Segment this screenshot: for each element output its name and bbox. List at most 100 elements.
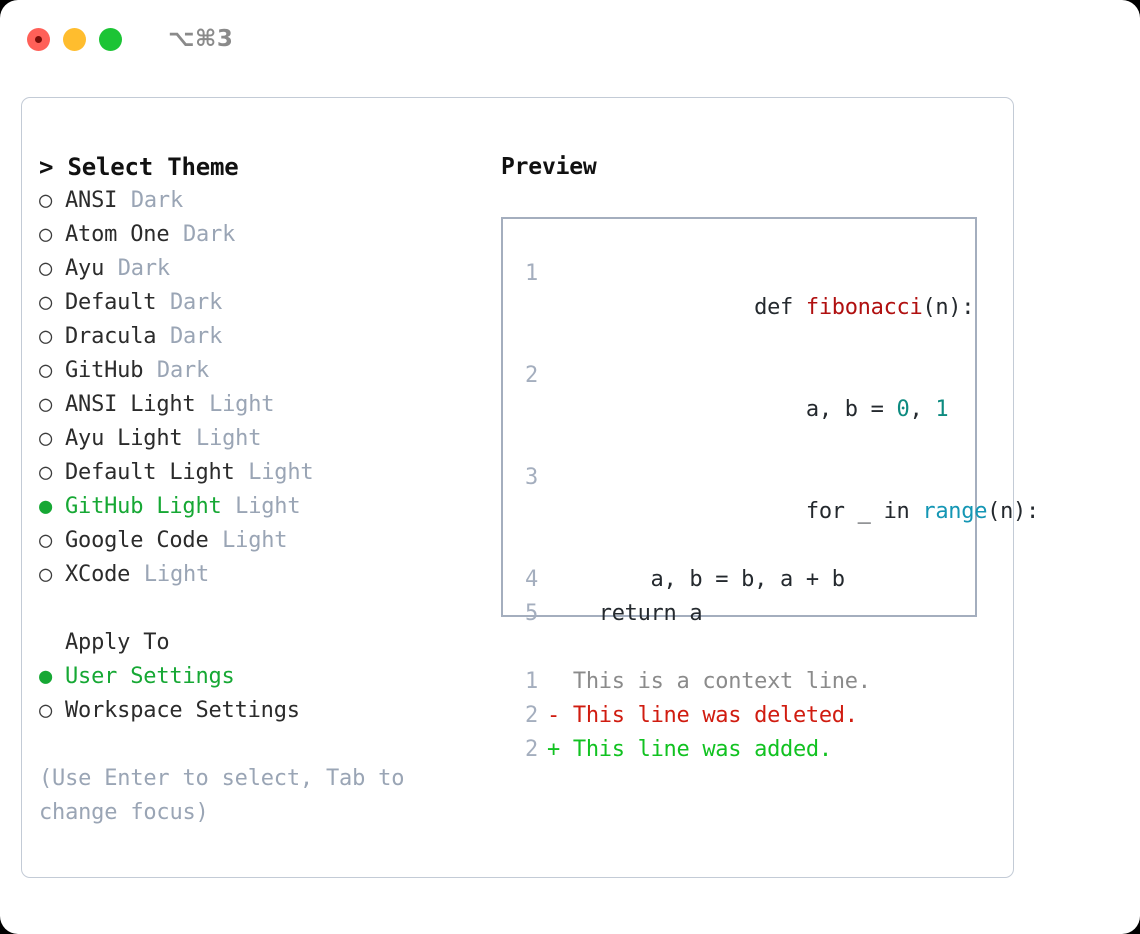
minimize-window-icon[interactable] <box>63 27 86 51</box>
theme-option-label: Google Code <box>65 528 209 553</box>
line-number: 2 <box>525 737 538 762</box>
line-number: 2 <box>525 363 538 388</box>
theme-option-ansi-light[interactable]: ○ ANSI Light Light <box>39 388 479 422</box>
theme-variant-tag: Light <box>143 562 210 587</box>
preview-spacer <box>503 631 975 665</box>
main-panel: > Select Theme ○ ANSI Dark ○ Atom One Da… <box>21 97 1039 878</box>
theme-option-list: ○ ANSI Dark ○ Atom One Dark ○ Ayu Dark <box>39 184 479 592</box>
line-number: 1 <box>525 669 538 694</box>
diff-prefix: + <box>547 737 560 762</box>
code-token: , <box>909 397 936 422</box>
line-number: 1 <box>525 261 538 286</box>
diff-content: This is a context line. <box>572 669 871 694</box>
code-content: for _ in range(n): <box>547 461 1039 563</box>
theme-option-dracula-dark[interactable]: ○ Dracula Dark <box>39 320 479 354</box>
diff-prefix: - <box>547 703 560 728</box>
code-content: return a <box>547 601 703 626</box>
radio-icon[interactable]: ○ <box>39 562 53 587</box>
radio-icon[interactable]: ○ <box>39 460 53 485</box>
theme-option-xcode[interactable]: ○ XCode Light <box>39 558 479 592</box>
radio-icon[interactable]: ○ <box>39 698 53 723</box>
theme-option-label: Ayu <box>65 256 105 281</box>
theme-option-label: Default Light <box>65 460 235 485</box>
theme-option-ayu-light[interactable]: ○ Ayu Light Light <box>39 422 479 456</box>
theme-variant-tag: Dark <box>169 290 223 315</box>
theme-variant-tag: Dark <box>169 324 223 349</box>
diff-text <box>560 733 573 767</box>
keyboard-shortcut-label: ⌥⌘3 <box>168 26 234 52</box>
code-line: 5 return a <box>503 597 975 631</box>
apply-to-option-label: Workspace Settings <box>65 698 300 723</box>
line-number: 3 <box>525 465 538 490</box>
radio-icon[interactable]: ○ <box>39 290 53 315</box>
radio-icon[interactable]: ○ <box>39 392 53 417</box>
theme-option-default-dark[interactable]: ○ Default Dark <box>39 286 479 320</box>
code-content: a, b = b, a + b <box>547 567 846 592</box>
line-number: 2 <box>525 703 538 728</box>
theme-picker-column: > Select Theme ○ ANSI Dark ○ Atom One Da… <box>39 150 479 830</box>
select-theme-heading: > Select Theme <box>39 153 239 181</box>
theme-option-atom-one-dark[interactable]: ○ Atom One Dark <box>39 218 479 252</box>
theme-variant-tag: Light <box>209 392 275 417</box>
preview-box: 1 def fibonacci(n): 2 a, b = 0, 1 <box>501 217 1039 762</box>
code-token: 0 <box>896 397 910 422</box>
maximize-window-icon[interactable] <box>99 27 122 51</box>
preview-column: Preview 1 def fibonacci(n): 2 <box>501 150 1039 762</box>
theme-option-github-dark[interactable]: ○ GitHub Dark <box>39 354 479 388</box>
traffic-lights <box>27 27 122 51</box>
radio-icon[interactable]: ○ <box>39 426 53 451</box>
theme-variant-tag: Dark <box>117 256 170 281</box>
window-titlebar: ⌥⌘3 <box>0 0 1140 78</box>
theme-option-label: ANSI <box>65 188 118 213</box>
code-token: for _ in <box>754 499 923 524</box>
radio-icon[interactable]: ○ <box>39 324 53 349</box>
radio-selected-icon[interactable]: ● <box>39 494 53 519</box>
theme-option-default-light[interactable]: ○ Default Light Light <box>39 456 479 490</box>
preview-diff-sample: 1 This is a context line. 2 - This line … <box>503 665 975 767</box>
theme-variant-tag: Light <box>235 494 301 519</box>
radio-icon[interactable]: ○ <box>39 358 53 383</box>
theme-option-ayu-dark[interactable]: ○ Ayu Dark <box>39 252 479 286</box>
diff-text <box>560 665 573 699</box>
radio-icon[interactable]: ○ <box>39 188 53 213</box>
radio-selected-icon[interactable]: ● <box>39 664 53 689</box>
diff-content: This line was deleted. <box>572 703 858 728</box>
theme-option-label: GitHub Light <box>65 494 222 519</box>
preview-code-sample: 1 def fibonacci(n): 2 a, b = 0, 1 <box>503 257 1039 631</box>
preview-heading: Preview <box>501 154 597 180</box>
theme-option-google-code[interactable]: ○ Google Code Light <box>39 524 479 558</box>
theme-option-github-light[interactable]: ● GitHub Light Light <box>39 490 479 524</box>
code-line: 4 a, b = b, a + b <box>503 563 975 597</box>
theme-variant-tag: Dark <box>156 358 210 383</box>
apply-to-option-label: User Settings <box>65 664 235 689</box>
code-token: a, b = <box>754 397 897 422</box>
radio-icon[interactable]: ○ <box>39 528 53 553</box>
theme-variant-tag: Light <box>248 460 314 485</box>
apply-to-workspace-settings[interactable]: ○ Workspace Settings <box>39 694 479 728</box>
code-token: (n): <box>922 295 975 320</box>
code-line: 2 a, b = 0, 1 <box>503 359 975 461</box>
diff-content: This line was added. <box>572 737 832 762</box>
apply-to-option-list: ● User Settings ○ Workspace Settings <box>39 660 479 728</box>
theme-variant-tag: Dark <box>183 222 236 247</box>
list-spacer <box>39 592 479 626</box>
theme-variant-tag: Dark <box>130 188 183 213</box>
theme-variant-tag: Light <box>222 528 288 553</box>
theme-option-label: ANSI Light <box>65 392 196 417</box>
theme-option-label: Atom One <box>65 222 170 247</box>
apply-to-user-settings[interactable]: ● User Settings <box>39 660 479 694</box>
diff-line-added: 2 + This line was added. <box>503 733 975 767</box>
radio-icon[interactable]: ○ <box>39 256 53 281</box>
diff-line-deleted: 2 - This line was deleted. <box>503 699 975 733</box>
theme-variant-tag: Light <box>196 426 262 451</box>
theme-option-ansi-dark[interactable]: ○ ANSI Dark <box>39 184 479 218</box>
close-window-icon[interactable] <box>27 27 50 51</box>
theme-option-label: Default <box>65 290 157 315</box>
code-token: fibonacci <box>805 295 923 320</box>
diff-line-context: 1 This is a context line. <box>503 665 975 699</box>
line-number: 5 <box>525 601 538 626</box>
theme-option-label: Dracula <box>65 324 157 349</box>
theme-option-label: Ayu Light <box>65 426 183 451</box>
radio-icon[interactable]: ○ <box>39 222 53 247</box>
